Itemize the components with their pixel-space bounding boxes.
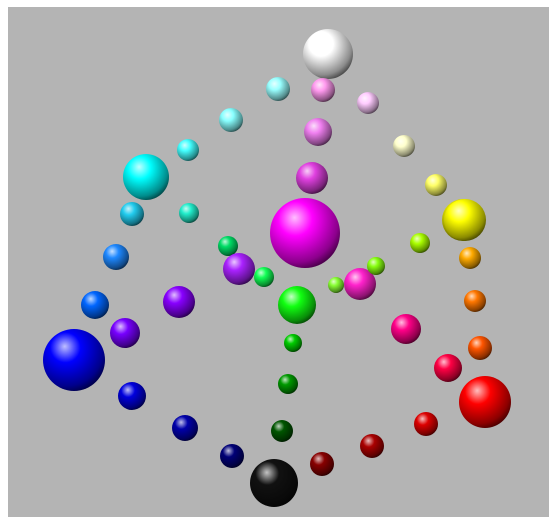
sphere — [391, 314, 421, 344]
sphere — [434, 354, 462, 382]
sphere — [123, 154, 169, 200]
sphere — [393, 135, 415, 157]
sphere — [468, 336, 492, 360]
sphere — [179, 203, 199, 223]
sphere — [271, 420, 293, 442]
sphere — [220, 444, 244, 468]
sphere — [459, 247, 481, 269]
sphere-scene — [8, 7, 549, 517]
sphere — [110, 318, 140, 348]
sphere — [250, 459, 298, 507]
sphere — [444, 199, 486, 241]
sphere — [254, 267, 274, 287]
sphere — [310, 452, 334, 476]
sphere — [425, 174, 447, 196]
sphere — [328, 277, 344, 293]
sphere — [120, 202, 144, 226]
sphere — [278, 286, 316, 324]
sphere — [410, 233, 430, 253]
sphere — [284, 334, 302, 352]
sphere — [218, 236, 238, 256]
sphere — [360, 434, 384, 458]
sphere — [118, 382, 146, 410]
sphere — [357, 92, 379, 114]
sphere — [172, 415, 198, 441]
sphere — [303, 29, 353, 79]
sphere — [177, 139, 199, 161]
sphere — [266, 77, 290, 101]
sphere — [311, 78, 335, 102]
sphere — [304, 118, 332, 146]
sphere — [43, 329, 105, 391]
sphere — [459, 376, 511, 428]
sphere-canvas — [8, 7, 549, 517]
sphere — [464, 290, 486, 312]
sphere — [278, 374, 298, 394]
sphere — [367, 257, 385, 275]
sphere — [296, 162, 328, 194]
sphere — [270, 198, 340, 268]
sphere — [163, 286, 195, 318]
sphere — [223, 253, 255, 285]
sphere — [414, 412, 438, 436]
sphere — [81, 291, 109, 319]
sphere — [103, 244, 129, 270]
sphere — [219, 108, 243, 132]
